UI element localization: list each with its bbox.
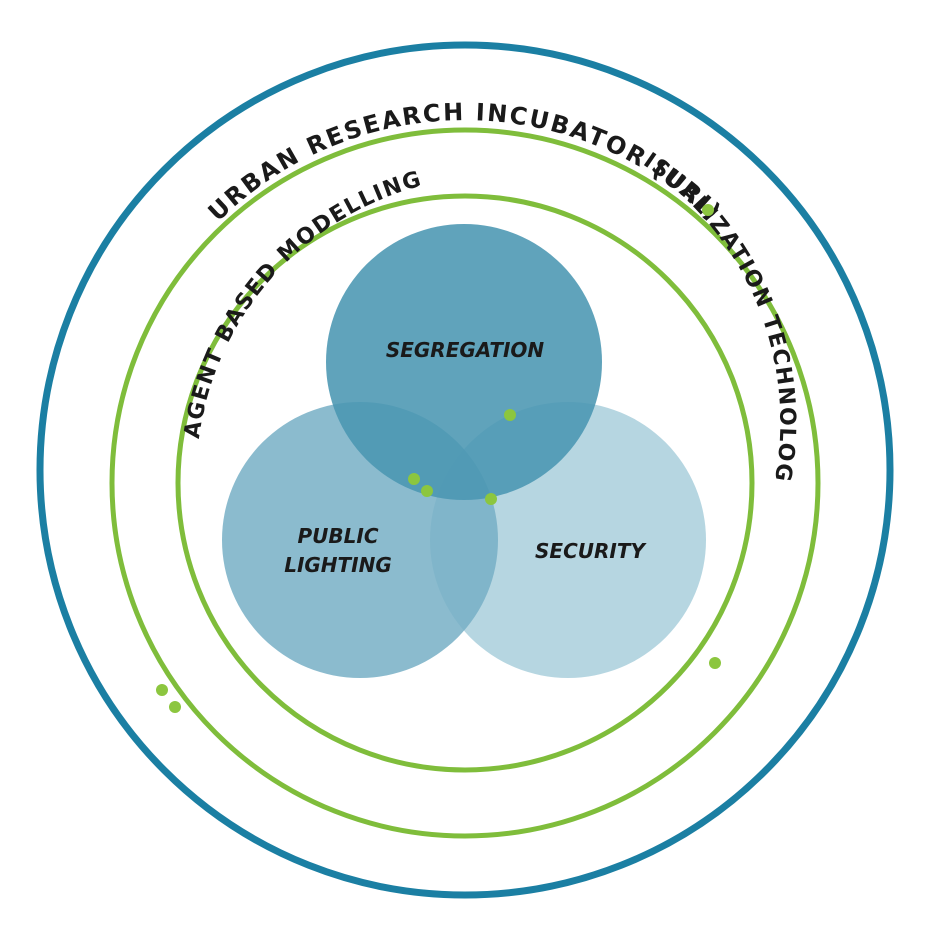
green-dot <box>702 204 714 216</box>
dots-group <box>156 204 721 713</box>
inner-green-ring <box>175 193 755 773</box>
green-dot <box>169 701 181 713</box>
green-dot <box>421 485 433 497</box>
green-dot <box>408 473 420 485</box>
public-lighting-label-line1: PUBLIC <box>297 524 378 548</box>
segregation-label: SEGREGATION <box>386 338 545 362</box>
outer-ring <box>36 41 894 899</box>
segregation-circle <box>326 224 602 500</box>
middle-green-ring <box>109 127 821 839</box>
green-dot <box>156 684 168 696</box>
public-lighting-label-line2: LIGHTING <box>284 553 392 577</box>
venn-group <box>222 224 706 678</box>
green-dot <box>709 657 721 669</box>
green-dot <box>485 493 497 505</box>
security-label: SECURITY <box>535 539 647 563</box>
green-dot <box>504 409 516 421</box>
